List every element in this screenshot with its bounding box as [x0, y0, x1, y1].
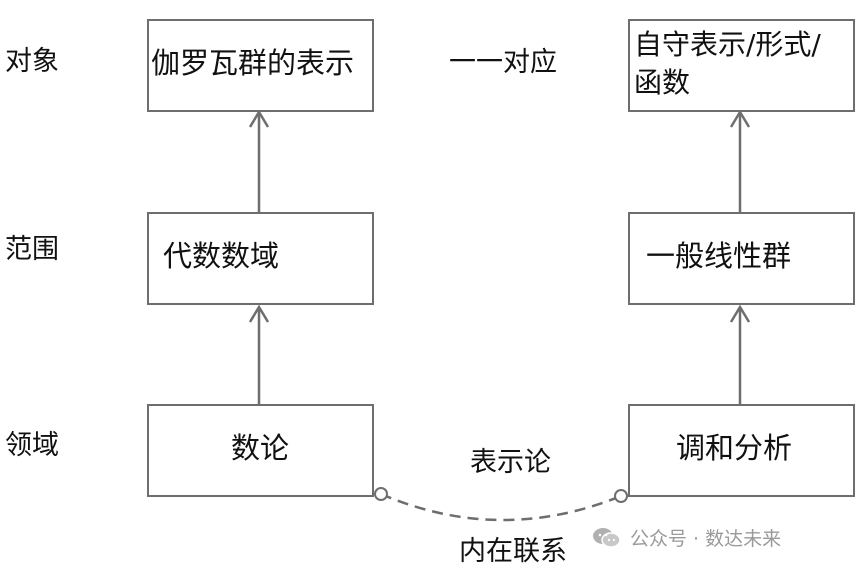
box-general-linear-group: 一般线性群: [628, 212, 855, 305]
arrowhead-field-to-scope-right: [729, 304, 751, 323]
wechat-icon: [593, 527, 621, 548]
inner-relation-dashed-curve: [380, 492, 622, 522]
box-harmonic-analysis-text: 调和分析: [676, 431, 793, 465]
watermark-text: 公众号 · 数达未来: [630, 528, 782, 550]
box-galois-representation-text: 伽罗瓦群的表示: [151, 46, 355, 80]
box-automorphic-forms: 自守表示/形式/ 函数: [628, 19, 855, 112]
box-number-theory: 数论: [147, 404, 374, 497]
box-harmonic-analysis: 调和分析: [628, 404, 855, 497]
box-automorphic-forms-text-line2: 函数: [634, 66, 691, 99]
watermark: 公众号 · 数达未来: [592, 524, 781, 551]
row-label-field: 领域: [5, 430, 59, 461]
box-automorphic-forms-text-line1: 自守表示/形式/: [634, 28, 821, 61]
box-number-theory-text: 数论: [231, 431, 290, 465]
box-algebraic-number-field-text: 代数数域: [163, 239, 280, 273]
right-connector-dot: [614, 489, 628, 503]
arrowhead-scope-to-object-left: [248, 109, 270, 128]
box-algebraic-number-field: 代数数域: [147, 212, 374, 305]
arrowhead-scope-to-object-right: [729, 109, 751, 128]
arrowhead-field-to-scope-left: [248, 304, 270, 323]
correspondence-label: 一一对应: [449, 47, 557, 78]
left-connector-dot: [374, 487, 388, 501]
box-general-linear-group-text: 一般线性群: [646, 239, 792, 273]
representation-theory-label: 表示论: [470, 447, 551, 478]
inner-relation-label: 内在联系: [459, 536, 567, 567]
row-label-scope: 范围: [5, 234, 59, 265]
box-galois-representation: 伽罗瓦群的表示: [147, 19, 374, 112]
row-label-object: 对象: [5, 46, 59, 77]
